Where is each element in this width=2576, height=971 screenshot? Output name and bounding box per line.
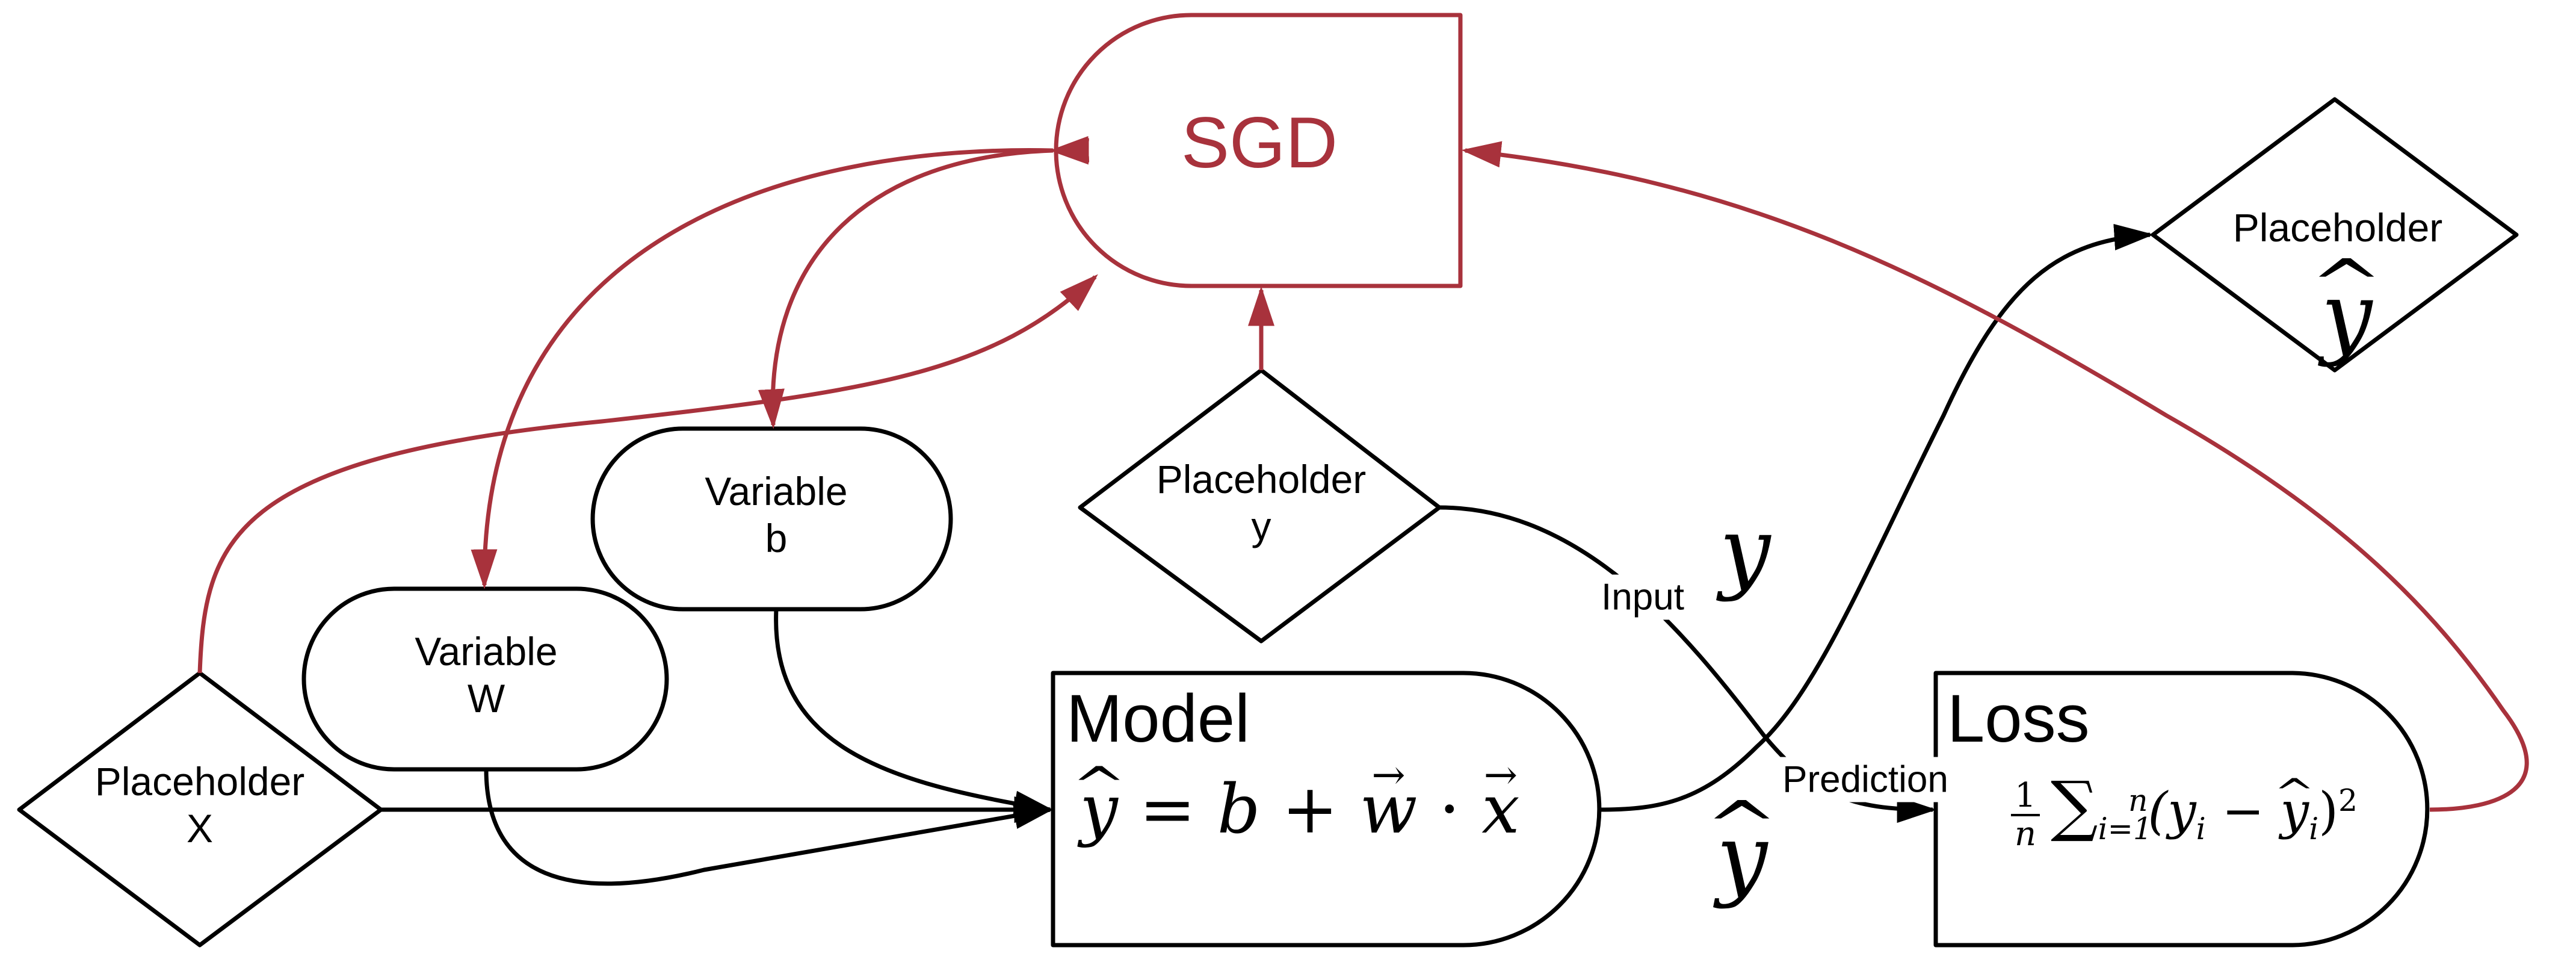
model-title: Model	[1066, 681, 1250, 756]
edge-sgd-to-b	[758, 136, 1090, 429]
placeholder-y-hat-symbol: y	[2321, 264, 2373, 368]
y-edge-symbol: y	[1719, 498, 1771, 603]
variable-b-label: Variable b	[705, 469, 848, 560]
loss-node-shape	[1933, 671, 2430, 948]
edge-b-to-model	[774, 609, 1054, 817]
placeholder-y-hat-label: Placeholder	[2232, 205, 2443, 250]
edge-y-to-loss	[1439, 505, 1937, 823]
y-hat-edge-symbol: y	[1717, 805, 1768, 910]
placeholder-y-label: Placeholder y	[1156, 457, 1367, 548]
placeholder-x-label: Placeholder X	[94, 759, 305, 851]
variable-w-node-shape	[301, 586, 669, 772]
placeholder-y-hat-node-shape	[2151, 97, 2519, 373]
sgd-label: SGD	[1181, 102, 1338, 183]
placeholder-y-node-shape	[1078, 368, 1442, 644]
edge-loss-to-sgd	[1461, 141, 2529, 812]
edge-model-to-y-hat	[1600, 223, 2154, 812]
variable-w-label: Variable W	[415, 629, 558, 721]
prediction-edge-label: Prediction	[1778, 757, 1953, 802]
model-formula: y = b + w · x	[1080, 771, 1520, 849]
edge-w-to-model	[484, 769, 1054, 886]
loss-formula: 1n∑i=1n(yi − yi)2	[2010, 767, 2358, 852]
placeholder-x-node-shape	[17, 671, 383, 948]
input-edge-label: Input	[1596, 574, 1689, 620]
loss-title: Loss	[1947, 681, 2090, 756]
model-node-shape	[1051, 671, 1602, 948]
